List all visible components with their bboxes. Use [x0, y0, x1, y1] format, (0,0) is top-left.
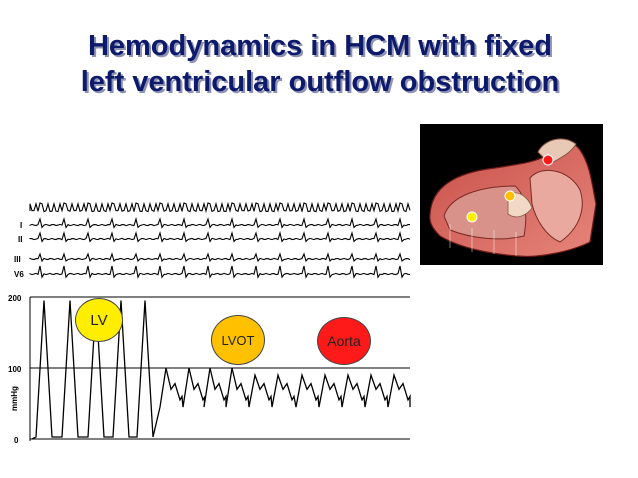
tick-label-0: 0: [14, 436, 19, 445]
pressure-tracing: I II III V6 200 100 0 mmHg: [8, 201, 411, 445]
lead-label-ii: II: [18, 235, 22, 244]
aorta-marker-dot: [542, 154, 554, 166]
ecg-lead-trace: [29, 265, 411, 279]
tick-label-200: 200: [8, 294, 22, 303]
ecg-lead-trace: [29, 216, 410, 229]
lvot-label-bubble: LVOT: [211, 315, 265, 365]
pressure-grid: [29, 296, 410, 441]
ecg-lead-trace: [29, 230, 411, 243]
title-line-2: left ventricular outflow obstruction: [80, 66, 560, 98]
slide-title: Hemodynamics in HCM with fixed left vent…: [20, 28, 620, 100]
pressure-waveform: [31, 300, 411, 440]
ecg-lead-trace: [29, 201, 411, 214]
heart-illustration: [420, 124, 603, 265]
aorta-label-bubble: Aorta: [317, 317, 371, 365]
title-line-1: Hemodynamics in HCM with fixed: [87, 30, 553, 62]
axis-unit-label: mmHg: [10, 386, 19, 411]
ecg-lead-trace: [29, 252, 411, 263]
lvot-marker-dot: [504, 190, 516, 202]
ecg-leads: [29, 201, 411, 279]
tick-label-100: 100: [8, 365, 22, 374]
lv-marker-dot: [466, 211, 478, 223]
axis-labels: 200 100 0 mmHg: [8, 294, 22, 445]
lead-label-v6: V6: [14, 270, 24, 279]
lead-label-iii: III: [14, 255, 21, 264]
lead-label-i: I: [20, 221, 22, 230]
lead-labels: I II III V6: [14, 221, 24, 279]
lv-label-bubble: LV: [75, 298, 123, 342]
